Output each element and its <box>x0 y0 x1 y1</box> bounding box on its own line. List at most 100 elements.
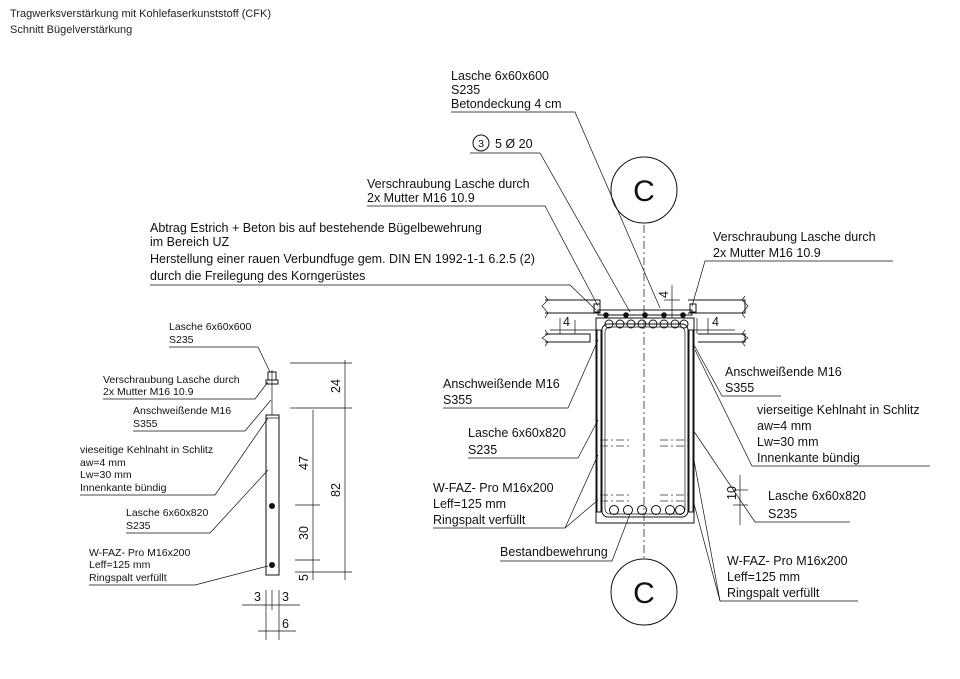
svg-text:vierseitige Kehlnaht in Schlit: vierseitige Kehlnaht in Schlitz <box>757 403 920 417</box>
svg-text:Verschraubung Lasche durch: Verschraubung Lasche durch <box>103 374 240 386</box>
svg-text:5 Ø 20: 5 Ø 20 <box>495 137 533 151</box>
label-lasche-top: Lasche 6x60x600 S235 Betondeckung 4 cm <box>451 69 661 309</box>
svg-text:aw=4 mm: aw=4 mm <box>757 419 812 433</box>
label-lasche820-left: Lasche 6x60x820 S235 <box>468 419 599 459</box>
svg-text:3: 3 <box>282 590 289 604</box>
svg-text:2x Mutter M16 10.9: 2x Mutter M16 10.9 <box>367 191 475 205</box>
svg-text:3: 3 <box>254 590 261 604</box>
detail-label-kehlnaht: vieseitige Kehlnaht in Schlitz aw=4 mm L… <box>80 417 269 496</box>
svg-text:4: 4 <box>657 291 671 298</box>
svg-text:durch die Freilegung des Korng: durch die Freilegung des Korngerüstes <box>150 269 365 283</box>
section-marker-bottom: C <box>610 558 678 626</box>
svg-text:82: 82 <box>329 483 343 497</box>
dim-4-left: 4 <box>550 315 600 334</box>
svg-text:Lw=30 mm: Lw=30 mm <box>80 469 132 481</box>
section-marker-top-label: C <box>633 175 655 208</box>
label-bestand: Bestandbewehrung <box>500 513 631 562</box>
svg-text:Anschweißende M16: Anschweißende M16 <box>725 365 842 379</box>
svg-text:Ringspalt verfüllt: Ringspalt verfüllt <box>727 586 820 600</box>
detail-label-lasche820: Lasche 6x60x820 S235 <box>126 469 269 534</box>
stirrup <box>601 323 689 518</box>
svg-text:Lasche 6x60x820: Lasche 6x60x820 <box>126 507 208 519</box>
label-anschweiss-left: Anschweißende M16 S355 <box>443 339 599 409</box>
svg-text:30: 30 <box>297 526 311 540</box>
svg-text:Lasche 6x60x820: Lasche 6x60x820 <box>768 489 866 503</box>
slab-right <box>688 295 749 347</box>
label-verschraubung-right: Verschraubung Lasche durch 2x Mutter M16… <box>691 230 893 307</box>
svg-text:Betondeckung 4 cm: Betondeckung 4 cm <box>451 97 562 111</box>
side-plate-right <box>688 329 694 513</box>
label-abtrag: Abtrag Estrich + Beton bis auf bestehend… <box>150 221 597 311</box>
label-verschraubung-left: Verschraubung Lasche durch 2x Mutter M16… <box>367 177 599 307</box>
rebar-top-new <box>603 312 686 318</box>
svg-text:Lasche 6x60x600: Lasche 6x60x600 <box>169 321 251 333</box>
detail-label-wfaz: W-FAZ- Pro M16x200 Leff=125 mm Ringspalt… <box>89 547 269 586</box>
svg-text:S355: S355 <box>725 381 754 395</box>
svg-text:4: 4 <box>712 315 719 329</box>
svg-text:5: 5 <box>297 574 311 581</box>
rebar-bottom <box>609 505 685 515</box>
label-anschweiss-right: Anschweißende M16 S355 <box>693 344 842 397</box>
svg-text:10: 10 <box>725 486 739 500</box>
label-rebar: 3 5 Ø 20 <box>470 134 631 313</box>
rebar-top-existing <box>604 319 689 329</box>
svg-text:6: 6 <box>282 617 289 631</box>
label-wfaz-left: W-FAZ- Pro M16x200 Leff=125 mm Ringspalt… <box>433 454 599 529</box>
svg-text:3: 3 <box>478 138 484 150</box>
drawing-title: Tragwerksverstärkung mit Kohlefaserkunst… <box>10 8 272 20</box>
detail-label-anschweiss: Anschweißende M16 S355 <box>133 399 272 432</box>
svg-text:Verschraubung Lasche durch: Verschraubung Lasche durch <box>367 177 530 191</box>
label-kehlnaht-right: vierseitige Kehlnaht in Schlitz aw=4 mm … <box>694 349 930 467</box>
detail-dims-horizontal: 3 3 6 <box>242 590 300 640</box>
svg-text:24: 24 <box>329 379 343 393</box>
svg-text:47: 47 <box>297 456 311 470</box>
svg-text:2x Mutter M16 10.9: 2x Mutter M16 10.9 <box>713 246 821 260</box>
beam-outline <box>595 317 695 524</box>
svg-text:S235: S235 <box>451 83 480 97</box>
svg-text:Herstellung einer rauen Verbun: Herstellung einer rauen Verbundfuge gem.… <box>150 252 535 266</box>
svg-text:Bestandbewehrung: Bestandbewehrung <box>500 545 608 559</box>
svg-text:Ringspalt verfüllt: Ringspalt verfüllt <box>89 572 167 584</box>
svg-text:S235: S235 <box>468 443 497 457</box>
svg-text:S235: S235 <box>768 507 797 521</box>
svg-text:W-FAZ- Pro M16x200: W-FAZ- Pro M16x200 <box>89 547 190 559</box>
section-marker-top: C <box>610 156 678 224</box>
label-wfaz-right: W-FAZ- Pro M16x200 Leff=125 mm Ringspalt… <box>692 454 858 602</box>
drawing-subtitle: Schnitt Bügelverstärkung <box>10 24 133 36</box>
detail-dims-vertical: 24 47 82 30 5 <box>290 360 352 581</box>
svg-text:S235: S235 <box>169 334 194 346</box>
svg-text:S355: S355 <box>133 418 158 430</box>
svg-text:Lw=30 mm: Lw=30 mm <box>757 435 818 449</box>
anchors <box>600 439 690 502</box>
svg-text:2x Mutter M16 10.9: 2x Mutter M16 10.9 <box>103 386 194 398</box>
svg-text:W-FAZ- Pro M16x200: W-FAZ- Pro M16x200 <box>433 481 554 495</box>
slab-left <box>541 295 601 347</box>
dim-4-top: 4 <box>657 285 680 318</box>
dim-4-right: 4 <box>690 315 735 334</box>
section-marker-bottom-label: C <box>633 577 655 610</box>
svg-text:Lasche 6x60x600: Lasche 6x60x600 <box>451 69 549 83</box>
detail-label-verschraubung: Verschraubung Lasche durch 2x Mutter M16… <box>103 374 269 400</box>
bolt-left <box>593 303 601 313</box>
svg-text:S355: S355 <box>443 393 472 407</box>
svg-text:4: 4 <box>563 315 570 329</box>
svg-text:Leff=125 mm: Leff=125 mm <box>727 570 800 584</box>
bolt-right <box>689 303 697 313</box>
svg-text:Verschraubung Lasche durch: Verschraubung Lasche durch <box>713 230 876 244</box>
svg-text:Anschweißende M16: Anschweißende M16 <box>443 377 560 391</box>
svg-text:Innenkante bündig: Innenkante bündig <box>757 451 860 465</box>
label-lasche820-right: Lasche 6x60x820 S235 <box>692 429 866 523</box>
svg-text:Innenkante bündig: Innenkante bündig <box>80 482 167 494</box>
svg-text:W-FAZ- Pro M16x200: W-FAZ- Pro M16x200 <box>727 554 848 568</box>
svg-text:vieseitige Kehlnaht in Schlitz: vieseitige Kehlnaht in Schlitz <box>80 444 213 456</box>
svg-text:aw=4 mm: aw=4 mm <box>80 457 126 469</box>
svg-text:Lasche 6x60x820: Lasche 6x60x820 <box>468 426 566 440</box>
detail-plate <box>265 370 280 576</box>
svg-text:Anschweißende M16: Anschweißende M16 <box>133 405 231 417</box>
detail-label-lasche-top: Lasche 6x60x600 S235 <box>169 321 271 373</box>
svg-text:Leff=125 mm: Leff=125 mm <box>433 497 506 511</box>
svg-text:Leff=125 mm: Leff=125 mm <box>89 559 151 571</box>
svg-text:Ringspalt verfüllt: Ringspalt verfüllt <box>433 513 526 527</box>
svg-text:S235: S235 <box>126 520 151 532</box>
